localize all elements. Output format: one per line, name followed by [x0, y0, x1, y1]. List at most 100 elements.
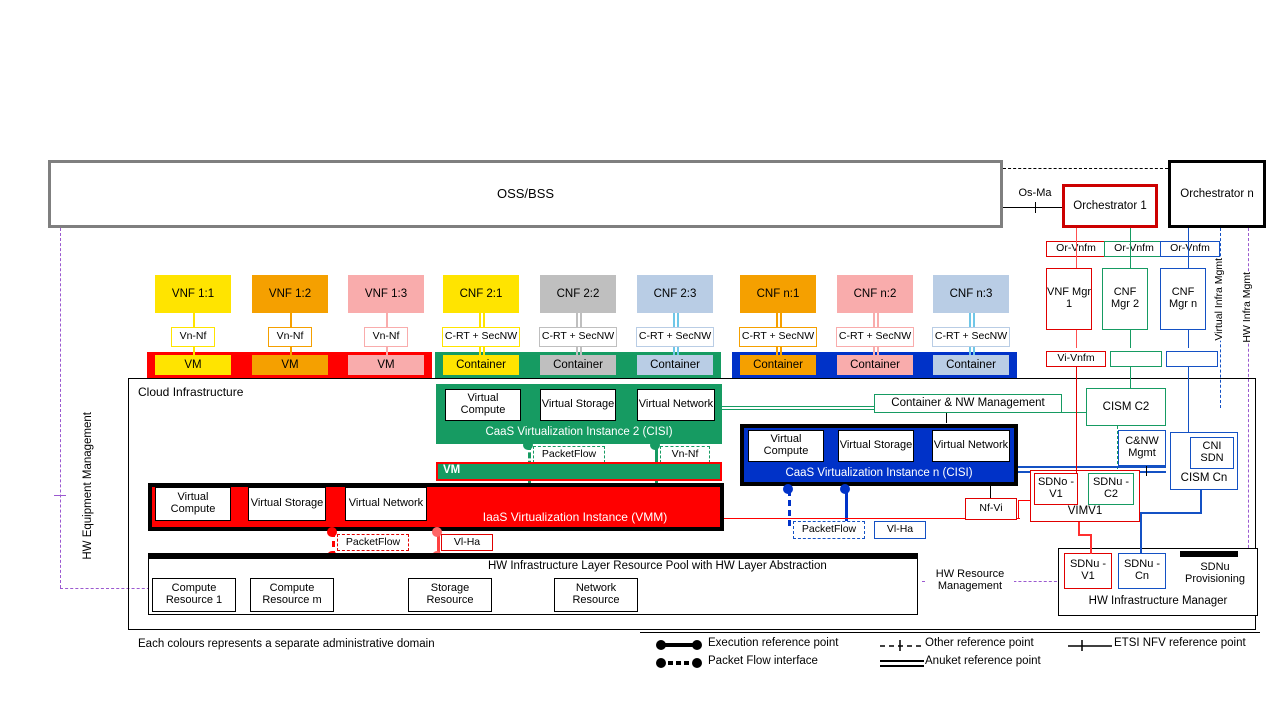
- vi-vnfm-green-empty[interactable]: [1110, 351, 1162, 367]
- virtual-compute-label: Virtual Compute: [170, 491, 216, 515]
- cisin-virtual-network[interactable]: Virtual Network: [932, 430, 1010, 462]
- sdnu-c2-box[interactable]: SDNu -C2: [1088, 473, 1134, 505]
- cni-sdn-box[interactable]: CNI SDN: [1190, 437, 1234, 469]
- hw-pool-label: HW Infrastructure Layer Resource Pool wi…: [488, 560, 827, 572]
- network-resource[interactable]: Network Resource: [554, 573, 645, 612]
- cisi2-packetflow-rp[interactable]: PacketFlow: [533, 446, 605, 463]
- workload-unit[interactable]: Container: [740, 355, 816, 375]
- vmm-virtual-compute[interactable]: Virtual Compute: [155, 487, 231, 521]
- container-nw-mgmt-tick: [946, 413, 947, 423]
- workload-cnf-2-3-box[interactable]: CNF 2:3: [637, 275, 713, 313]
- hw-equipment-mgmt-line: [60, 228, 61, 588]
- workload-cnf-2-2-box[interactable]: CNF 2:2: [540, 275, 616, 313]
- reference-point-label: Vn-Nf: [179, 330, 207, 343]
- legend-anuket-icon: [880, 660, 924, 667]
- sdnu-provisioning-label: SDNu Provisioning: [1185, 561, 1245, 585]
- cisin-label: CaaS Virtualization Instance n (CISI): [785, 466, 973, 479]
- cisi2-vm-label: VM: [443, 464, 461, 476]
- orchestrator-n-box[interactable]: Orchestrator n: [1168, 160, 1266, 228]
- workload-reference-point[interactable]: C-RT + SecNW: [442, 327, 520, 347]
- cnw-mgmt-label: C&NW Mgmt: [1125, 435, 1159, 459]
- or-vnfm-green[interactable]: Or-Vnfm: [1104, 241, 1164, 257]
- workload-reference-point[interactable]: Vn-Nf: [268, 327, 312, 347]
- cism-c2-box[interactable]: CISM C2: [1086, 388, 1166, 426]
- cnf-mgr-n-box[interactable]: CNF Mgr n: [1160, 268, 1206, 330]
- workload-unit[interactable]: VM: [155, 355, 231, 375]
- sdnu-cn-label: SDNu -Cn: [1123, 558, 1161, 582]
- virtual-compute-label: Virtual Compute: [460, 392, 506, 416]
- vimv1-sdnu-line-c: [1090, 534, 1092, 554]
- cnf-mgr-2-box[interactable]: CNF Mgr 2: [1102, 268, 1148, 330]
- legend-anuket-label: Anuket reference point: [925, 655, 1041, 667]
- ossbss-box[interactable]: OSS/BSS: [48, 160, 1003, 228]
- vmm-nfvi-line-a: [724, 518, 1020, 519]
- workload-reference-point[interactable]: C-RT + SecNW: [932, 327, 1010, 347]
- vmm-packetflow-rp[interactable]: PacketFlow: [337, 534, 409, 551]
- compute-resource-1[interactable]: Compute Resource 1: [152, 573, 243, 612]
- legend-other-label: Other reference point: [925, 637, 1034, 649]
- vmm-virtual-storage[interactable]: Virtual Storage: [248, 487, 326, 521]
- workload-reference-point[interactable]: C-RT + SecNW: [739, 327, 817, 347]
- workload-reference-point[interactable]: C-RT + SecNW: [836, 327, 914, 347]
- vimv1-label: VIMV1: [1067, 504, 1103, 517]
- vimv1-sdnu-line-a: [1078, 522, 1080, 534]
- container-nw-mgmt-box[interactable]: Container & NW Management: [874, 394, 1062, 413]
- workload-unit[interactable]: Container: [540, 355, 616, 375]
- virtual-storage-label: Virtual Storage: [839, 439, 913, 452]
- resource-label: Compute Resource 1: [165, 582, 223, 606]
- cisin-packetflow-dot: [783, 484, 793, 494]
- resource-label: Compute Resource m: [262, 582, 322, 606]
- workload-unit[interactable]: VM: [252, 355, 328, 375]
- workload-vnf-1-3-box[interactable]: VNF 1:3: [348, 275, 424, 313]
- vi-vnfm-blue-empty[interactable]: [1166, 351, 1218, 367]
- vnf-mgr-1-box[interactable]: VNF Mgr 1: [1046, 268, 1092, 330]
- cisi2-virtual-storage[interactable]: Virtual Storage: [540, 389, 616, 421]
- workload-unit[interactable]: VM: [348, 355, 424, 375]
- cisin-virtual-storage[interactable]: Virtual Storage: [838, 430, 914, 462]
- nf-vi-rp[interactable]: Nf-Vi: [965, 498, 1017, 520]
- workload-reference-point[interactable]: Vn-Nf: [171, 327, 215, 347]
- cloud-infrastructure-title: Cloud Infrastructure: [138, 385, 244, 399]
- vmm-packetflow-line: [332, 531, 335, 557]
- workload-reference-point[interactable]: C-RT + SecNW: [539, 327, 617, 347]
- sdnu-v1-box[interactable]: SDNu -V1: [1064, 553, 1112, 589]
- compute-resource-m[interactable]: Compute Resource m: [250, 573, 341, 612]
- workload-cnf-n-2-box[interactable]: CNF n:2: [837, 275, 913, 313]
- or-vnfm-blue[interactable]: Or-Vnfm: [1160, 241, 1220, 257]
- workload-vnf-1-2-box[interactable]: VNF 1:2: [252, 275, 328, 313]
- workload-reference-point[interactable]: C-RT + SecNW: [636, 327, 714, 347]
- cisin-packetflow-rp[interactable]: PacketFlow: [793, 521, 865, 539]
- cisi2-vnnf-rp[interactable]: Vn-Nf: [660, 446, 710, 463]
- workload-cnf-n-3-box[interactable]: CNF n:3: [933, 275, 1009, 313]
- workload-vnf-1-1-box[interactable]: VNF 1:1: [155, 275, 231, 313]
- hw-resource-mgmt-label: HW Resource Management: [926, 564, 1014, 598]
- cni-sdn-label: CNI SDN: [1200, 440, 1224, 464]
- container-nw-mgmt-line-2: [722, 409, 874, 410]
- vi-vnfm-red[interactable]: Vi-Vnfm: [1046, 351, 1106, 367]
- workload-unit[interactable]: Container: [933, 355, 1009, 375]
- cisi2-vm-bar[interactable]: [436, 462, 722, 481]
- orchestrator-1-box[interactable]: Orchestrator 1: [1062, 184, 1158, 228]
- vmm-virtual-network[interactable]: Virtual Network: [345, 487, 427, 521]
- reference-point-label: Vn-Nf: [372, 330, 400, 343]
- vmm-vlha-rp[interactable]: Vl-Ha: [441, 534, 493, 551]
- workload-unit[interactable]: Container: [443, 355, 519, 375]
- virtual-infra-mgmt-label: Virtual Infra Mgmt: [1213, 258, 1225, 341]
- sdnu-cn-box[interactable]: SDNu -Cn: [1118, 553, 1166, 589]
- cisi2-virtual-compute[interactable]: Virtual Compute: [445, 389, 521, 421]
- cismcn-sdnucn-line-c: [1140, 512, 1142, 554]
- workload-cnf-n-1-box[interactable]: CNF n:1: [740, 275, 816, 313]
- workload-unit[interactable]: Container: [637, 355, 713, 375]
- cisi2-virtual-network[interactable]: Virtual Network: [637, 389, 715, 421]
- workload-unit-label: Container: [946, 358, 996, 371]
- cisin-vlha-rp[interactable]: Vl-Ha: [874, 521, 926, 539]
- vmm-packetflow-dot-top: [327, 527, 337, 537]
- cism-c2-down-dashed: [1117, 426, 1118, 484]
- workload-cnf-2-1-box[interactable]: CNF 2:1: [443, 275, 519, 313]
- storage-resource[interactable]: Storage Resource: [408, 573, 499, 612]
- sdno-v1-box[interactable]: SDNo -V1: [1034, 473, 1078, 505]
- workload-unit[interactable]: Container: [837, 355, 913, 375]
- cnw-mgmt-box[interactable]: C&NW Mgmt: [1118, 430, 1166, 466]
- cisin-virtual-compute[interactable]: Virtual Compute: [748, 430, 824, 462]
- workload-reference-point[interactable]: Vn-Nf: [364, 327, 408, 347]
